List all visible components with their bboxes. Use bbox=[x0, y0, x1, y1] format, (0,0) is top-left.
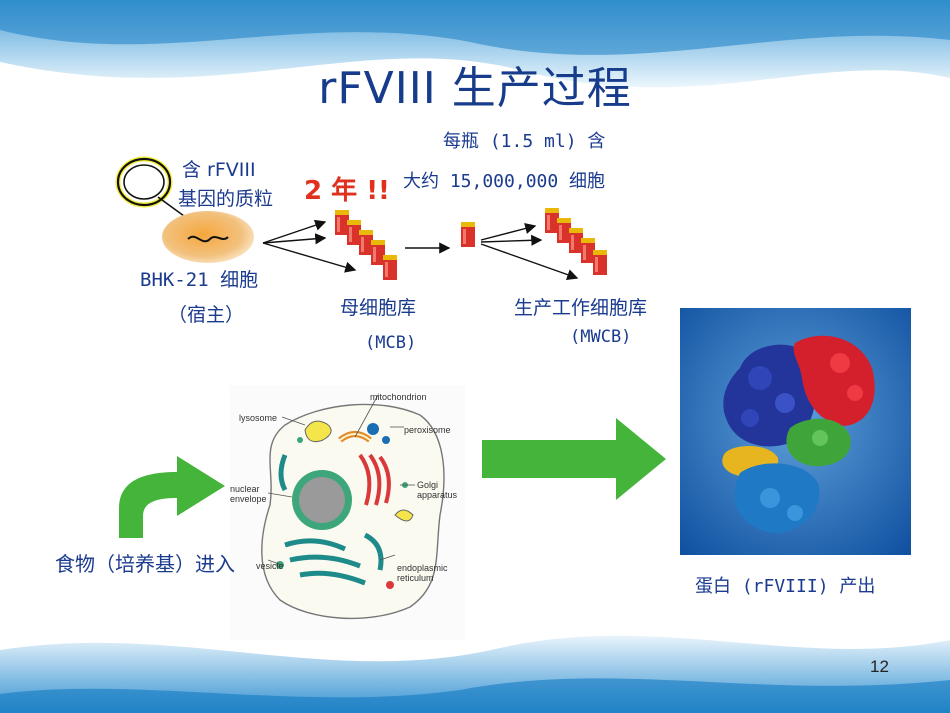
output-arrow-icon bbox=[482, 418, 666, 500]
single-vial bbox=[461, 222, 475, 247]
plasmid-label-line2: 基因的质粒 bbox=[178, 188, 274, 210]
peroxisome-label: peroxisome bbox=[404, 425, 451, 435]
host-cell-icon bbox=[157, 196, 254, 263]
mcb-vial bbox=[359, 230, 373, 255]
er-label-1: endoplasmic bbox=[397, 563, 448, 573]
mwcb-abbr: (MWCB) bbox=[570, 327, 632, 347]
mitochondrion-label: mitochondrion bbox=[370, 392, 427, 402]
slide-title: rFVIII 生产过程 bbox=[318, 63, 632, 114]
vesicle-label: vesicle bbox=[256, 561, 284, 571]
protein-caption: 蛋白 (rFVIII) 产出 bbox=[695, 576, 876, 597]
er-label-2: reticulum bbox=[397, 573, 434, 583]
mcb-vial bbox=[335, 210, 349, 235]
nuclear-label-2: envelope bbox=[230, 494, 267, 504]
host-label-line1: BHK-21 细胞 bbox=[140, 269, 259, 291]
mwcb-vial bbox=[581, 238, 595, 263]
protein-structure-image bbox=[680, 308, 911, 555]
lysosome-label: lysosome bbox=[239, 413, 278, 423]
vial-info-line1: 每瓶 (1.5 ml) 含 bbox=[443, 131, 606, 152]
mwcb-vial bbox=[557, 218, 571, 243]
mcb-vial bbox=[371, 240, 385, 265]
mwcb-vial bbox=[593, 250, 607, 275]
plasmid-icon bbox=[115, 156, 173, 208]
mwcb-vial bbox=[569, 228, 583, 253]
mcb-label: 母细胞库 bbox=[340, 297, 417, 319]
mcb-vial bbox=[383, 255, 397, 280]
cell-bank-flow bbox=[262, 208, 607, 281]
protein-blob bbox=[722, 335, 875, 533]
animal-cell-diagram bbox=[230, 385, 465, 640]
mwcb-label: 生产工作细胞库 bbox=[514, 297, 648, 319]
duration-label: 2 年 !! bbox=[304, 176, 390, 206]
mcb-vial bbox=[347, 220, 361, 245]
input-curved-arrow-icon bbox=[119, 456, 225, 538]
golgi-label-2: apparatus bbox=[417, 490, 458, 500]
vial-info-line2: 大约 15,000,000 细胞 bbox=[403, 171, 606, 192]
plasmid-label-line1: 含 rFVIII bbox=[182, 159, 256, 181]
host-label-line2: （宿主） bbox=[168, 304, 245, 326]
page-number: 12 bbox=[870, 657, 889, 676]
golgi-label-1: Golgi bbox=[417, 480, 439, 490]
nuclear-label-1: nuclear bbox=[230, 484, 260, 494]
mcb-abbr: (MCB) bbox=[365, 333, 417, 353]
mwcb-vial bbox=[545, 208, 559, 233]
input-caption: 食物（培养基）进入 bbox=[55, 552, 235, 576]
